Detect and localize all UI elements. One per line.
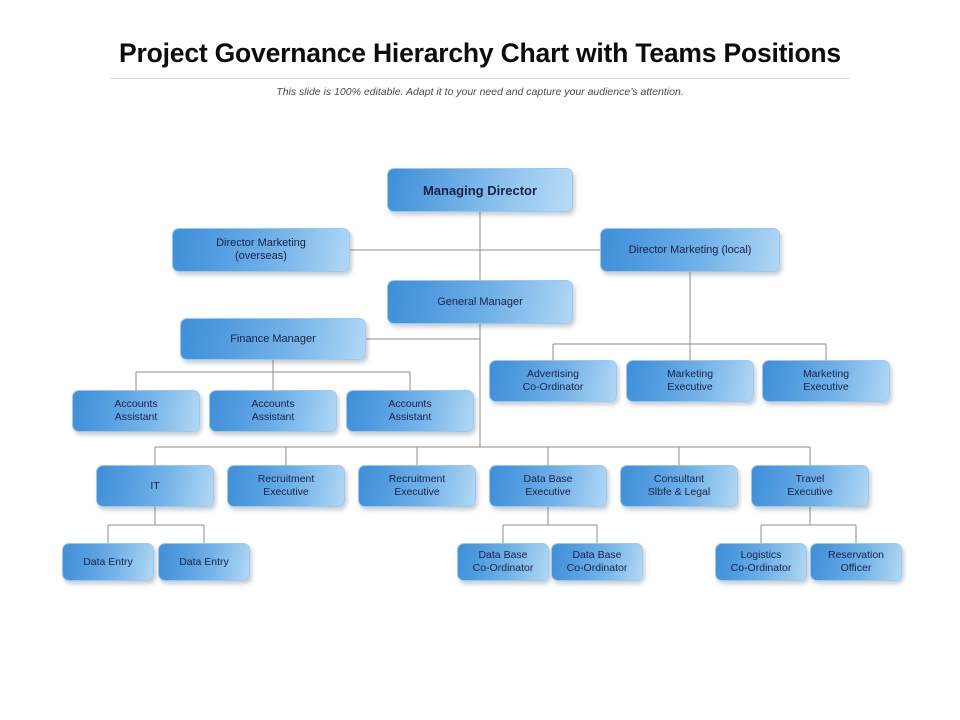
org-node-label: IT bbox=[150, 479, 160, 492]
org-node-accounts-assistant[interactable]: Accounts Assistant bbox=[72, 390, 200, 432]
org-node-label: Data Entry bbox=[179, 555, 229, 568]
org-node-label: Data Base Executive bbox=[523, 473, 573, 498]
org-node-director-marketing-overseas[interactable]: Director Marketing (overseas) bbox=[172, 228, 350, 272]
org-node-general-manager[interactable]: General Manager bbox=[387, 280, 573, 324]
page-subtitle: This slide is 100% editable. Adapt it to… bbox=[276, 86, 684, 98]
org-node-it[interactable]: IT bbox=[96, 465, 214, 507]
org-node-label: Travel Executive bbox=[787, 473, 833, 498]
org-node-label: Accounts Assistant bbox=[114, 398, 158, 423]
page-title: Project Governance Hierarchy Chart with … bbox=[119, 38, 841, 68]
org-node-label: Consultant Slbfe & Legal bbox=[647, 473, 711, 498]
org-node-label: Finance Manager bbox=[230, 332, 316, 345]
title-divider bbox=[110, 78, 850, 79]
org-node-label: Reservation Officer bbox=[827, 549, 885, 574]
org-node-data-entry[interactable]: Data Entry bbox=[62, 543, 154, 581]
org-node-recruitment-executive[interactable]: Recruitment Executive bbox=[358, 465, 476, 507]
org-node-data-base-co-ordinator[interactable]: Data Base Co-Ordinator bbox=[457, 543, 549, 581]
org-node-label: Managing Director bbox=[422, 182, 538, 198]
org-node-reservation-officer[interactable]: Reservation Officer bbox=[810, 543, 902, 581]
org-node-finance-manager[interactable]: Finance Manager bbox=[180, 318, 366, 360]
org-node-label: Data Entry bbox=[83, 555, 133, 568]
org-node-accounts-assistant[interactable]: Accounts Assistant bbox=[346, 390, 474, 432]
org-node-data-base-co-ordinator[interactable]: Data Base Co-Ordinator bbox=[551, 543, 643, 581]
org-node-label: Recruitment Executive bbox=[388, 473, 446, 498]
org-node-marketing-executive[interactable]: Marketing Executive bbox=[626, 360, 754, 402]
org-node-label: Accounts Assistant bbox=[251, 398, 295, 423]
org-node-marketing-executive[interactable]: Marketing Executive bbox=[762, 360, 890, 402]
org-node-recruitment-executive[interactable]: Recruitment Executive bbox=[227, 465, 345, 507]
org-node-label: General Manager bbox=[437, 295, 523, 308]
org-node-advertising-co-ordinator[interactable]: Advertising Co-Ordinator bbox=[489, 360, 617, 402]
org-node-travel-executive[interactable]: Travel Executive bbox=[751, 465, 869, 507]
org-node-label: Accounts Assistant bbox=[388, 398, 432, 423]
org-node-accounts-assistant[interactable]: Accounts Assistant bbox=[209, 390, 337, 432]
org-node-label: Director Marketing (overseas) bbox=[216, 237, 306, 262]
org-node-data-entry[interactable]: Data Entry bbox=[158, 543, 250, 581]
org-node-consultant-slbfe-legal[interactable]: Consultant Slbfe & Legal bbox=[620, 465, 738, 507]
org-node-managing-director[interactable]: Managing Director bbox=[387, 168, 573, 212]
org-node-data-base-executive[interactable]: Data Base Executive bbox=[489, 465, 607, 507]
slide-header: Project Governance Hierarchy Chart with … bbox=[0, 0, 960, 115]
org-node-label: Advertising Co-Ordinator bbox=[522, 368, 584, 393]
org-node-label: Data Base Co-Ordinator bbox=[472, 549, 534, 574]
org-node-label: Data Base Co-Ordinator bbox=[566, 549, 628, 574]
org-node-label: Recruitment Executive bbox=[257, 473, 315, 498]
org-node-label: Marketing Executive bbox=[666, 368, 714, 393]
org-node-label: Marketing Executive bbox=[802, 368, 850, 393]
org-node-logistics-co-ordinator[interactable]: Logistics Co-Ordinator bbox=[715, 543, 807, 581]
org-node-label: Director Marketing (local) bbox=[628, 243, 752, 256]
org-node-label: Logistics Co-Ordinator bbox=[730, 549, 792, 574]
org-node-director-marketing-local[interactable]: Director Marketing (local) bbox=[600, 228, 780, 272]
